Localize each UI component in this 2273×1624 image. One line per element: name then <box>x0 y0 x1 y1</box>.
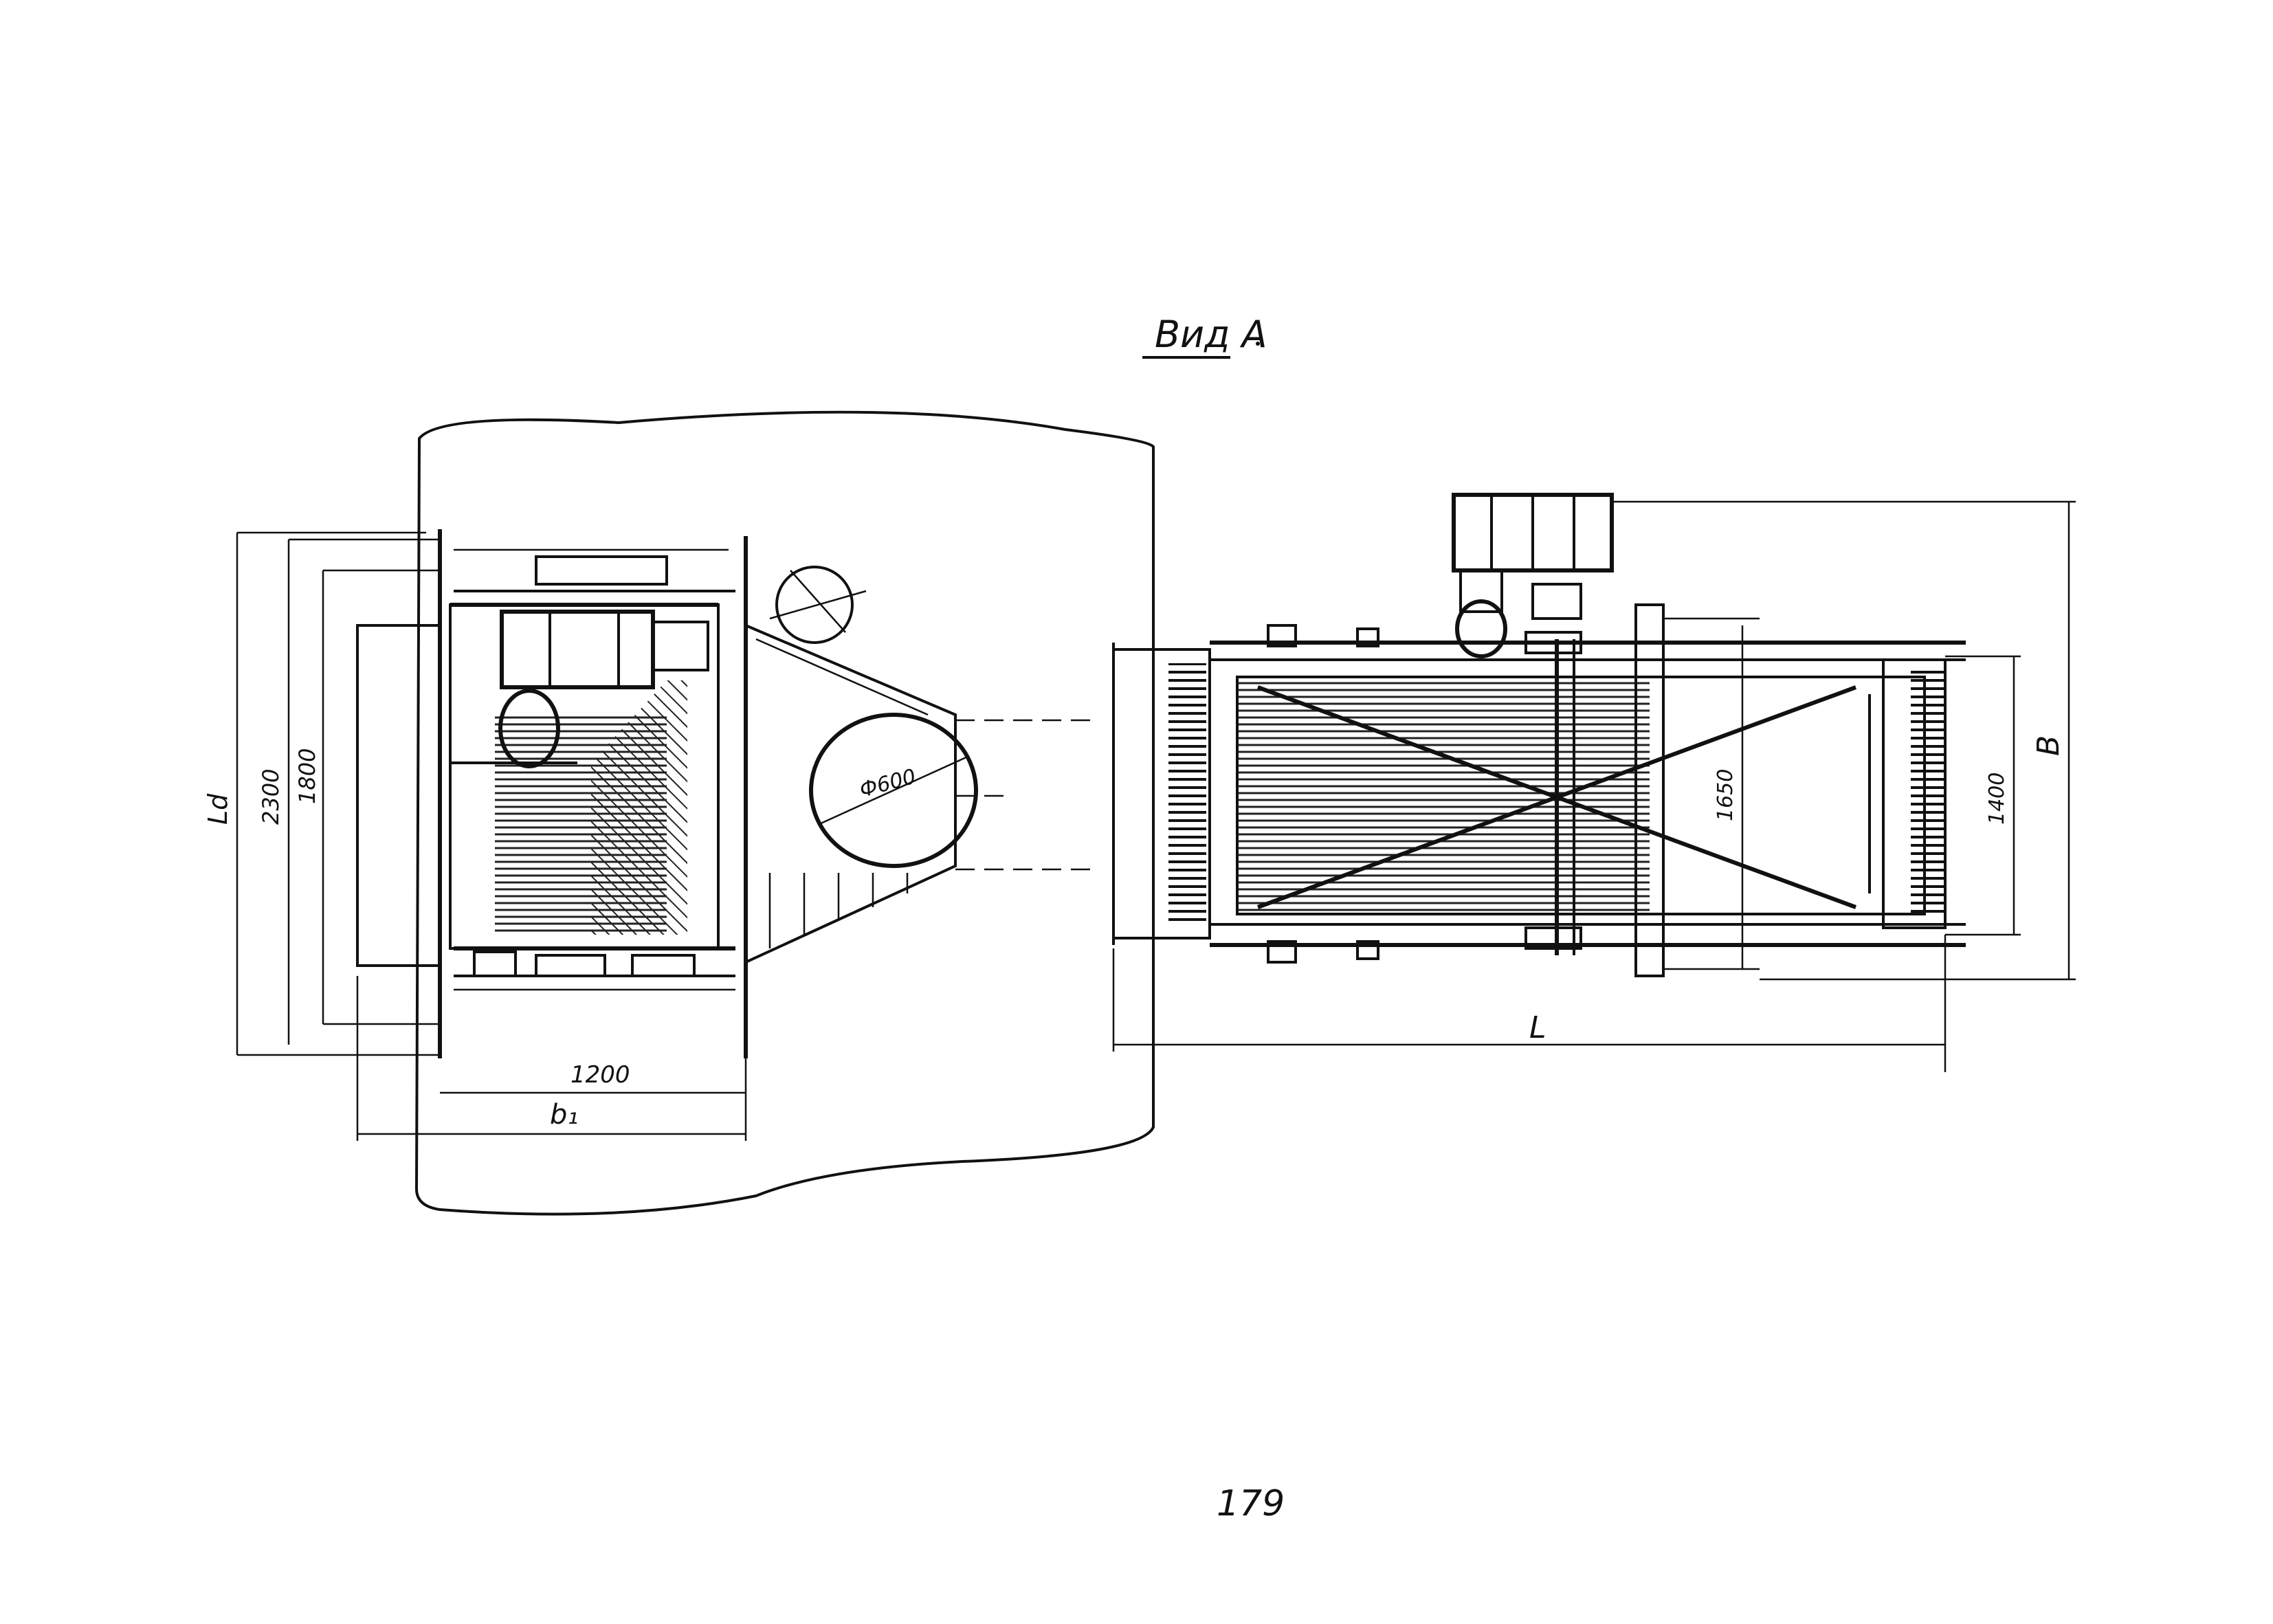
motor-coupling <box>652 621 709 671</box>
housing-diagonal-hatch <box>591 680 687 935</box>
bracket-2 <box>1356 627 1379 647</box>
dim-1650: 1650 <box>1714 769 1738 821</box>
gearbox <box>498 689 560 768</box>
left-view: Ф600 Ld 2300 1800 1200 b₁ <box>203 410 1155 1216</box>
right-view: L B 1650 1400 <box>1112 493 2076 1072</box>
belt-hatched <box>1237 677 1650 914</box>
end-drum-right-teeth <box>1911 670 1945 917</box>
dim-ld: Ld <box>203 793 233 825</box>
bottom-rail-block-3 <box>631 954 696 977</box>
view-title-text: Вид А <box>1155 313 1267 356</box>
dim-1200: 1200 <box>570 1061 630 1089</box>
dim-1800: 1800 <box>294 748 320 804</box>
support-column <box>1634 603 1665 977</box>
dim-2300: 2300 <box>258 769 284 825</box>
round-detail <box>775 566 854 644</box>
dim-l: L <box>1529 1010 1546 1045</box>
motor-shaft-housing <box>1459 569 1503 613</box>
end-drum-left-teeth <box>1168 663 1206 924</box>
top-gear-housing <box>535 555 668 586</box>
dim-b: B <box>2031 735 2066 756</box>
drive-coupling <box>1531 583 1582 620</box>
bracket-4 <box>1356 940 1379 960</box>
hopper-funnel <box>745 624 957 964</box>
bottom-rail-block-2 <box>535 954 606 977</box>
view-title: Вид А <box>1142 313 1267 359</box>
drive-gearbox <box>1455 599 1507 658</box>
wall-outline <box>414 410 1155 1216</box>
end-flange <box>356 624 441 967</box>
motor-body <box>500 610 655 689</box>
dim-b1: b₁ <box>550 1099 578 1131</box>
outlet-circle <box>809 713 978 868</box>
page-number: 179 <box>1217 1483 1285 1524</box>
dim-diameter: Ф600 <box>857 764 918 802</box>
bottom-rail-block-1 <box>473 950 517 977</box>
bracket-3 <box>1267 940 1297 964</box>
bracket-1 <box>1267 624 1297 647</box>
dim-1400: 1400 <box>1985 772 2009 825</box>
